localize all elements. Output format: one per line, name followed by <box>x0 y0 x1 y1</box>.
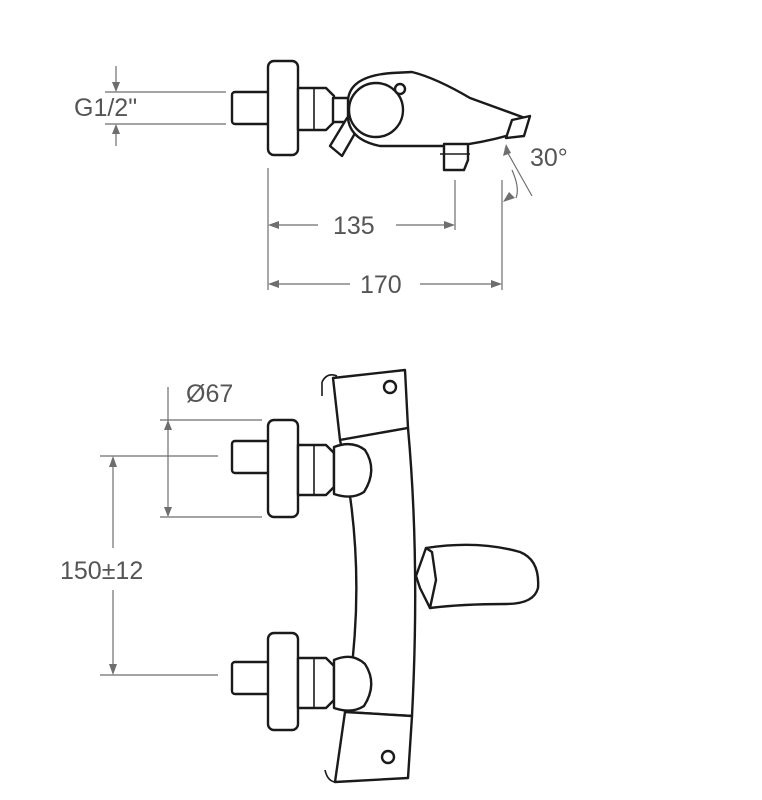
depth-170-label: 170 <box>360 271 402 299</box>
side-view: G1/2" 30° 135 170 <box>74 59 568 299</box>
depth-135-label: 135 <box>333 212 375 240</box>
centre-distance-label: 150±12 <box>60 557 143 585</box>
diameter-label: Ø67 <box>186 380 233 408</box>
angle-label: 30° <box>530 144 568 172</box>
front-view: Ø67 150±12 <box>60 368 540 784</box>
thread-size-label: G1/2" <box>74 94 137 122</box>
